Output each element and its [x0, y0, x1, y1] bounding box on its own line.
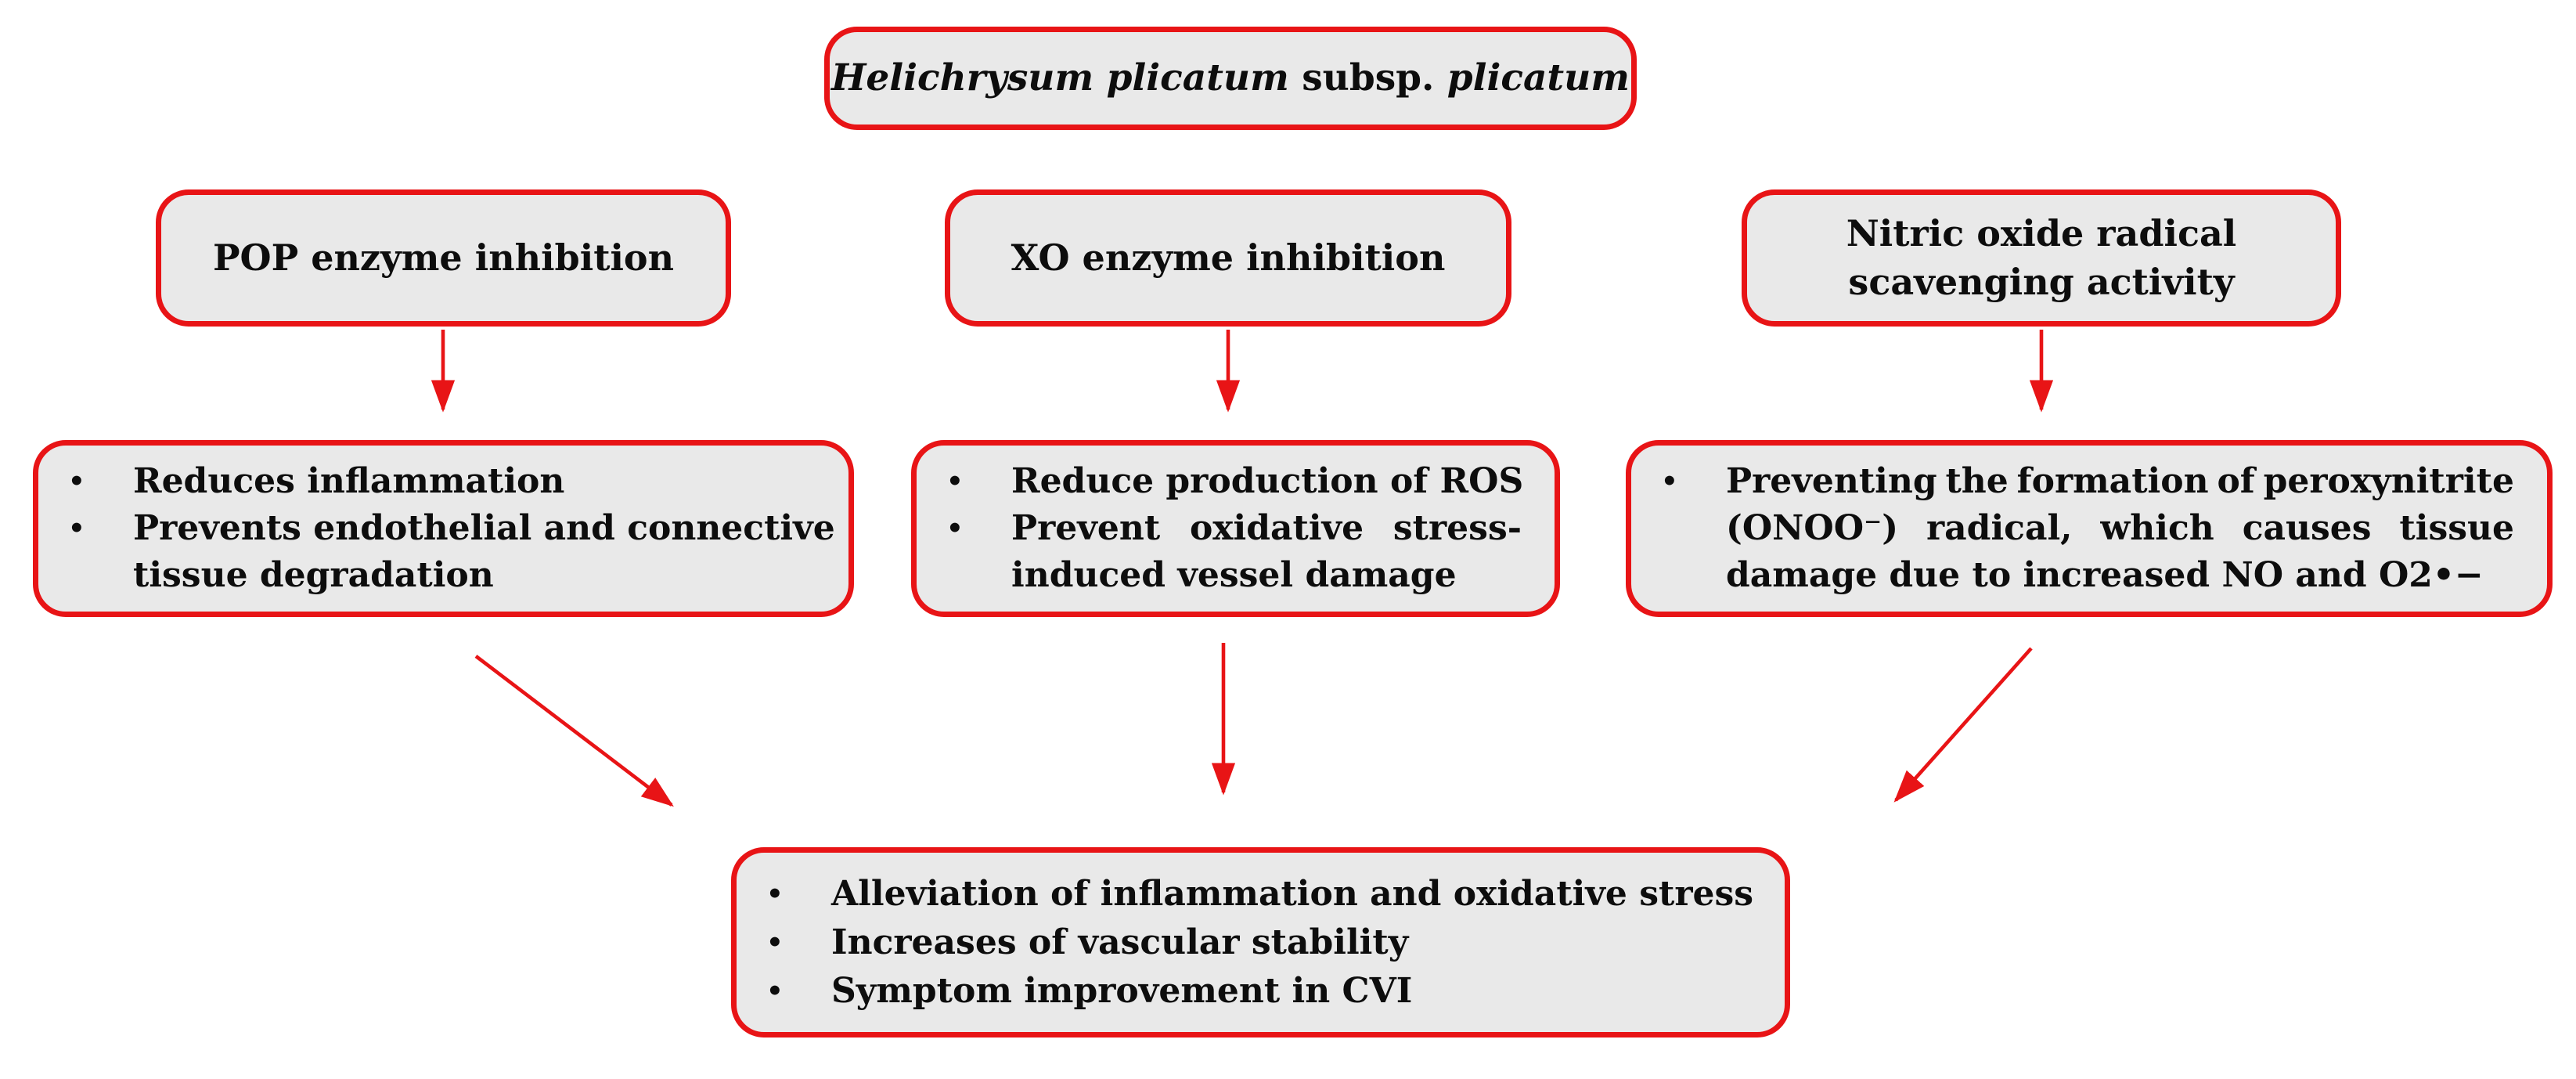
bullet-dot: •: [766, 975, 784, 1007]
bullet-text: Reduce production of ROS: [1011, 458, 1524, 505]
mechanism-box-pop: POP enzyme inhibition: [156, 189, 731, 327]
mechanism-box-xo: XO enzyme inhibition: [945, 189, 1511, 327]
title-part-italic: Helichrysum plicatum: [830, 56, 1289, 99]
arrow-pop-effects-to-outcome: [474, 655, 674, 807]
bullet-dot: •: [766, 878, 784, 910]
bullet-line: tissue degradation: [133, 555, 494, 595]
bullet-text: Increases of vascular stability: [831, 918, 1752, 967]
bullet-dot: •: [68, 513, 85, 544]
effects-box-pop-bullets: • Reduces inflammation • Prevents endotheli…: [38, 458, 848, 599]
bullet-dot: •: [68, 466, 85, 497]
title-box: Helichrysum plicatum subsp. plicatum: [824, 27, 1637, 130]
bullet-item: • Increases of vascular stability: [737, 918, 1785, 967]
bullet-text: Reduces inflammation: [133, 458, 816, 505]
bullet-text: Symptom improvement in CVI: [831, 967, 1752, 1016]
arrow-no-effects-to-outcome: [1893, 647, 2033, 803]
bullet-item: • Prevents endothelial and connective tiss…: [38, 505, 848, 599]
effects-box-pop: • Reduces inflammation • Prevents endotheli…: [33, 440, 854, 617]
bullet-line: Reduce production of ROS: [1011, 461, 1524, 501]
title-part: subsp.: [1288, 56, 1447, 99]
mechanism-box-no: Nitric oxide radical scavenging activity: [1742, 189, 2341, 327]
bullet-dot: •: [766, 926, 784, 958]
bullet-text: Prevents endothelial and connective tissu…: [133, 505, 835, 599]
bullet-dot: •: [946, 513, 964, 544]
title-part-italic: plicatum: [1447, 56, 1630, 99]
outcome-box-bullets: • Alleviation of inflammation and oxidati…: [737, 870, 1785, 1016]
bullet-line: Prevents endothelial and connective: [133, 508, 835, 548]
label-line: POP enzyme inhibition: [212, 236, 675, 279]
bullet-item: • Alleviation of inflammation and oxidati…: [737, 870, 1785, 918]
bullet-line: Reduces inflammation: [133, 461, 565, 501]
bullet-item: • Symptom improvement in CVI: [737, 967, 1785, 1016]
bullet-line: Increases of vascular stability: [831, 922, 1409, 962]
bullet-line: Symptom improvement in CVI: [831, 970, 1413, 1011]
mechanism-box-xo-text: XO enzyme inhibition: [950, 234, 1506, 283]
label-line: Nitric oxide radical: [1846, 211, 2237, 254]
bullet-line: damage due to increased NO and O2•−: [1726, 555, 2484, 595]
bullet-item: • Reduces inflammation: [38, 458, 848, 505]
label-line: XO enzyme inhibition: [1011, 236, 1446, 279]
mechanism-box-pop-text: POP enzyme inhibition: [161, 234, 726, 283]
bullet-line: induced vessel damage: [1011, 555, 1457, 595]
label-line: scavenging activity: [1848, 260, 2235, 303]
bullet-dot: •: [1661, 466, 1678, 497]
bullet-line: Alleviation of inflammation and oxidativ…: [831, 873, 1754, 914]
mechanism-box-no-text: Nitric oxide radical scavenging activity: [1747, 210, 2336, 306]
bullet-text: Alleviation of inflammation and oxidativ…: [831, 870, 1754, 918]
title-text: Helichrysum plicatum subsp. plicatum: [830, 56, 1631, 102]
bullet-item: • Reduce production of ROS: [917, 458, 1555, 505]
bullet-dot: •: [946, 466, 964, 497]
outcome-box: • Alleviation of inflammation and oxidati…: [731, 847, 1790, 1038]
